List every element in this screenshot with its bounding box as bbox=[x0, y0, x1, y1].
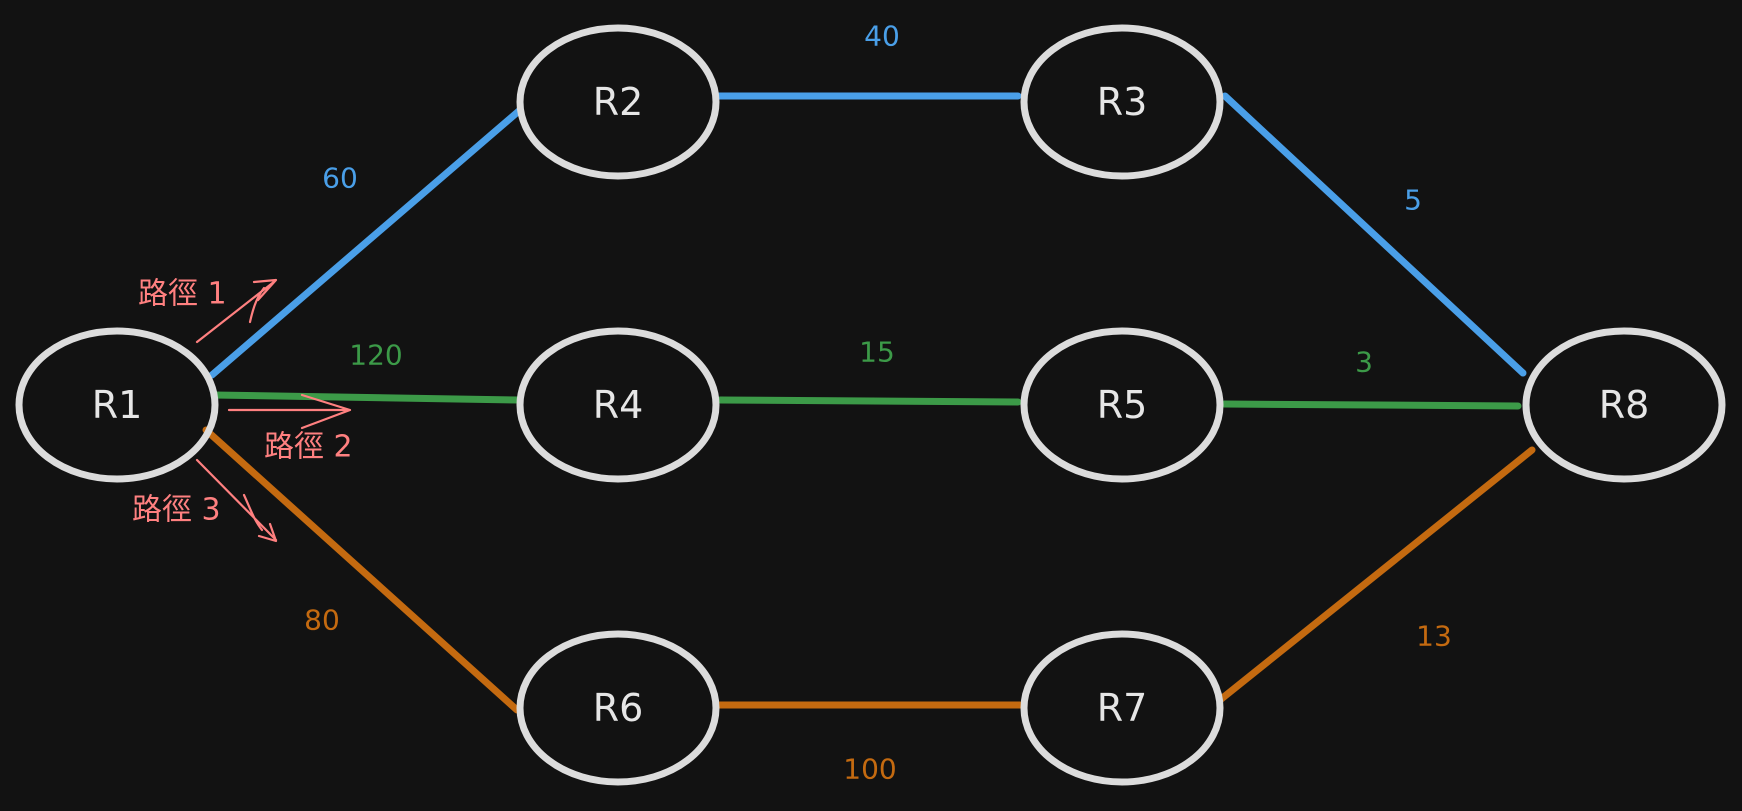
node-r5-label: R5 bbox=[1097, 383, 1148, 427]
edge-weights-layer: 60 40 5 120 15 3 80 100 13 bbox=[304, 20, 1452, 786]
edge-weight-r4-r5: 15 bbox=[859, 336, 895, 369]
path3-arrow-icon bbox=[195, 458, 278, 543]
path2-arrow-icon bbox=[227, 393, 352, 430]
path3-label: 路徑 3 bbox=[132, 493, 221, 528]
path1-arrow-icon bbox=[195, 278, 278, 344]
node-r3: R3 bbox=[1020, 24, 1224, 180]
node-r7-label: R7 bbox=[1097, 686, 1148, 730]
edge-r5-r8 bbox=[1220, 400, 1522, 410]
node-r8-ellipse bbox=[1522, 327, 1726, 483]
edge-weight-r3-r8: 5 bbox=[1404, 184, 1422, 217]
path2-label: 路徑 2 bbox=[264, 430, 353, 465]
node-r6-label: R6 bbox=[593, 686, 644, 730]
edge-weight-r1-r2: 60 bbox=[322, 162, 358, 195]
node-r2: R2 bbox=[516, 24, 720, 180]
node-r4-label: R4 bbox=[593, 383, 644, 427]
edge-weight-r2-r3: 40 bbox=[864, 20, 900, 53]
node-r6-ellipse bbox=[516, 630, 720, 786]
node-r4: R4 bbox=[516, 327, 720, 483]
edge-r1-r6 bbox=[202, 426, 521, 714]
node-r2-ellipse bbox=[516, 24, 720, 180]
edge-weight-r1-r4: 120 bbox=[349, 339, 402, 372]
node-r3-label: R3 bbox=[1097, 80, 1148, 124]
node-r5: R5 bbox=[1020, 327, 1224, 483]
path3-annotation: 路徑 3 bbox=[132, 458, 278, 543]
node-r8: R8 bbox=[1522, 327, 1726, 483]
edge-weight-r1-r6: 80 bbox=[304, 604, 340, 637]
edge-r1-r4 bbox=[210, 391, 522, 404]
node-r1: R1 bbox=[15, 327, 219, 483]
edge-weight-r6-r7: 100 bbox=[843, 753, 896, 786]
path-annotations-layer: 路徑 1 路徑 2 路徑 3 bbox=[132, 277, 353, 543]
node-r8-label: R8 bbox=[1599, 383, 1650, 427]
node-r3-ellipse bbox=[1020, 24, 1224, 180]
edge-r7-r8 bbox=[1216, 446, 1536, 704]
node-r1-label: R1 bbox=[92, 383, 143, 427]
edge-weight-r5-r8: 3 bbox=[1355, 346, 1373, 379]
edge-r3-r8 bbox=[1221, 92, 1527, 377]
node-r2-label: R2 bbox=[593, 80, 644, 124]
node-r7-ellipse bbox=[1020, 630, 1224, 786]
node-r5-ellipse bbox=[1020, 327, 1224, 483]
node-r1-ellipse bbox=[15, 327, 219, 483]
path1-label: 路徑 1 bbox=[138, 277, 227, 312]
edge-r1-r2 bbox=[208, 106, 524, 379]
node-r6: R6 bbox=[516, 630, 720, 786]
node-r7: R7 bbox=[1020, 630, 1224, 786]
edge-r4-r5 bbox=[716, 396, 1022, 406]
node-r4-ellipse bbox=[516, 327, 720, 483]
path1-annotation: 路徑 1 bbox=[138, 277, 278, 344]
edge-weight-r7-r8: 13 bbox=[1416, 620, 1452, 653]
edges-layer bbox=[202, 92, 1536, 714]
path2-annotation: 路徑 2 bbox=[227, 393, 353, 465]
